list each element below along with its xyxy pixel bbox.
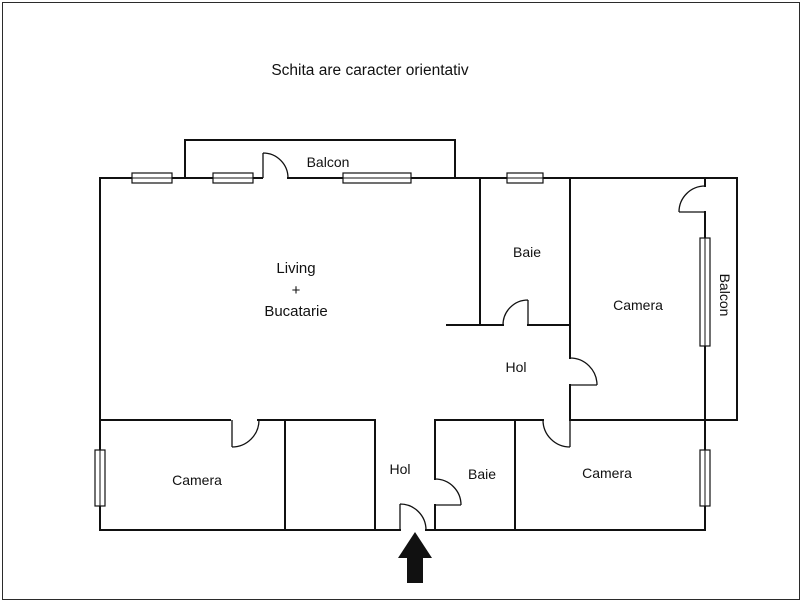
balcony-top-walls bbox=[184, 139, 456, 179]
room-bottom-left-label: Camera bbox=[172, 472, 222, 488]
balcony-top-label: Balcon bbox=[307, 154, 350, 170]
interior-walls bbox=[99, 177, 706, 531]
window-icon bbox=[506, 172, 544, 184]
hallway-bottom-label: Hol bbox=[389, 461, 410, 477]
bathroom-top-door-icon bbox=[502, 299, 529, 326]
window-icon bbox=[342, 172, 412, 184]
room-bottom-right-door-icon bbox=[542, 419, 571, 448]
bathroom-top-label: Baie bbox=[513, 244, 541, 260]
hallway-middle-label: Hol bbox=[505, 359, 526, 375]
page-title: Schita are caracter orientativ bbox=[271, 62, 469, 79]
room-right-label: Camera bbox=[613, 297, 663, 313]
room-bottom-left-door-icon bbox=[231, 419, 260, 448]
entrance-door-icon bbox=[399, 503, 427, 531]
balcony-right-door-icon bbox=[678, 185, 706, 213]
windows bbox=[94, 172, 711, 507]
balcony-top-door-icon bbox=[262, 152, 289, 179]
bathroom-bottom-door-icon bbox=[434, 478, 462, 506]
room-bottom-right-label: Camera bbox=[582, 465, 632, 481]
living-label-line1: Living bbox=[276, 260, 315, 277]
bathroom-bottom-label: Baie bbox=[468, 466, 496, 482]
room-right-door-icon bbox=[569, 357, 598, 386]
window-icon bbox=[699, 237, 711, 347]
balcony-right-label: Balcon bbox=[717, 274, 733, 317]
window-icon bbox=[699, 449, 711, 507]
balcony-right-walls bbox=[704, 177, 738, 421]
window-icon bbox=[212, 172, 254, 184]
doors bbox=[231, 152, 706, 531]
living-label-line3: Bucatarie bbox=[264, 303, 327, 320]
living-label-line2: + bbox=[292, 282, 301, 299]
window-icon bbox=[131, 172, 173, 184]
room-labels: Balcon Living + Bucatarie Baie Camera Ba… bbox=[172, 154, 733, 488]
entrance-arrow-icon bbox=[398, 532, 432, 583]
window-icon bbox=[94, 449, 106, 507]
